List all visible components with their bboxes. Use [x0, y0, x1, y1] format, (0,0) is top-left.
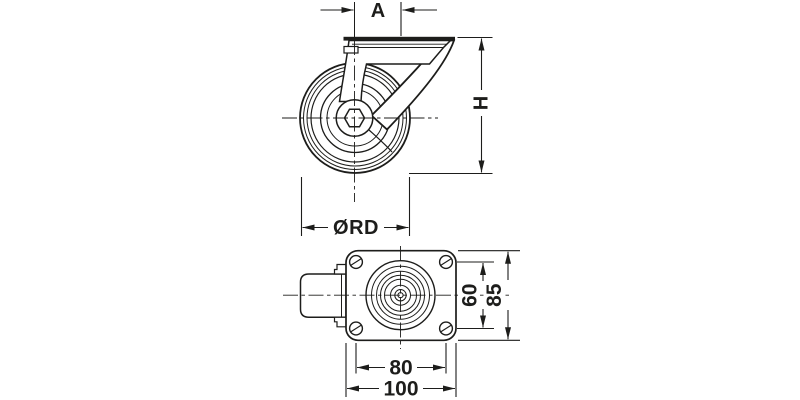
dimension-plate-width: 100 [345, 343, 457, 400]
screw-holes [348, 254, 454, 336]
plate-depth-label: 85 [483, 283, 506, 307]
dimension-wheel-diameter: ØRD [300, 177, 411, 239]
hole-pitch-depth-label: 60 [459, 284, 482, 307]
fork-leg-bottom-curve [368, 129, 393, 153]
screw-slot [350, 258, 362, 266]
hole-pitch-width-label: 80 [389, 357, 412, 380]
dimension-plate-depth: 85 [458, 250, 520, 341]
dimension-offset-a: A [320, 0, 437, 36]
dimension-height-h: H [409, 36, 493, 175]
height-label: H [471, 96, 493, 110]
plate-width-label: 100 [383, 378, 418, 400]
dimension-hole-pitch-width: 80 [355, 343, 447, 380]
brake-tab [343, 45, 359, 54]
offset-label: A [371, 0, 385, 22]
wheel-diameter-label: ØRD [333, 217, 379, 239]
label-backer [461, 280, 479, 310]
mounting-plate-side [343, 36, 455, 41]
plan-view: 60 85 80 100 [283, 246, 520, 400]
swivel-housing-front-leg [338, 39, 453, 103]
label-backer [486, 280, 504, 310]
dimension-hole-pitch-depth: 60 [457, 261, 494, 330]
screw-slot [350, 324, 362, 333]
side-view: A H ØRD [282, 0, 493, 239]
screw-slot [440, 324, 452, 333]
fork-tab-bottom [333, 316, 348, 328]
screw-slot [440, 258, 452, 266]
fork-tab-top [333, 263, 348, 275]
